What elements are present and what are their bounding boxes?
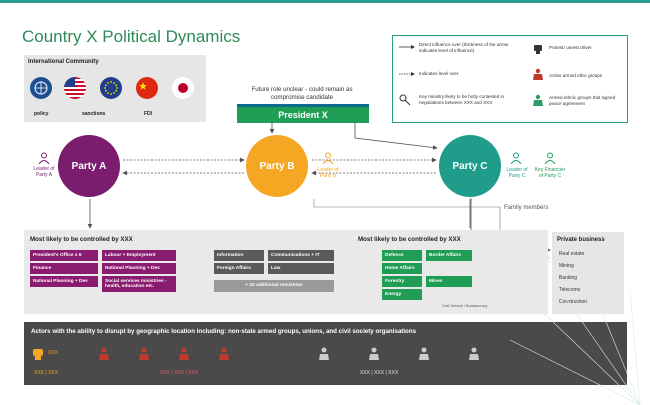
private-business-heading: Private business xyxy=(557,237,605,243)
ministry-tag: Law xyxy=(268,263,334,274)
leader-party-b-label: Leader of Party B xyxy=(317,167,339,179)
ministry-tag: Forestry xyxy=(382,276,422,287)
president-accent xyxy=(237,104,369,107)
ministry-tag: Social services ministries - health, edu… xyxy=(102,276,176,292)
ministry-tag: President's Office x 6 xyxy=(30,250,98,261)
family-members-label: Family members xyxy=(504,205,549,211)
fdi-label: FDI xyxy=(144,111,153,117)
party-c-label: Party C xyxy=(452,160,488,172)
peace-group-icon xyxy=(533,94,543,106)
actor-label: XXX xyxy=(48,350,59,356)
president-box: President X xyxy=(237,107,369,123)
legend-item-key-ministry: Key ministry likely to be hotly conteste… xyxy=(419,94,505,105)
un-flag-icon xyxy=(30,77,52,99)
key-icon xyxy=(399,94,411,106)
left-controlled-heading: Most likely to be controlled by XXX xyxy=(30,236,133,243)
fist-icon xyxy=(33,349,43,360)
party-a-node: Party A xyxy=(58,135,120,197)
legend-item-peace-agreement: Armed ethnic groups that signed peace ag… xyxy=(549,95,616,106)
private-business-item: Real estate xyxy=(559,251,585,257)
peace-groups-icons xyxy=(319,347,479,360)
ministry-tag: National Planning + Dev xyxy=(30,276,98,287)
leader-party-c-label: Leader of Party C xyxy=(506,167,528,179)
ministry-tag: National Planning + Dev xyxy=(102,263,176,274)
legend-item-direct-influence: Direct influence over (thickness of the … xyxy=(419,42,509,53)
us-flag-icon xyxy=(64,77,86,99)
actors-panel: Actors with the ability to disrupt by ge… xyxy=(24,322,627,385)
actor-label: XXX | XXX xyxy=(34,370,59,376)
private-business-item: Banking xyxy=(559,275,578,281)
legend-item-protest: Protest/ unrest driver xyxy=(549,45,592,50)
right-controlled-heading: Most likely to be controlled by XXX xyxy=(358,236,461,243)
leader-party-a-label: Leader of Party A xyxy=(33,166,55,178)
party-c-node: Party C xyxy=(439,135,501,197)
actors-heading: Actors with the ability to disrupt by ge… xyxy=(31,328,417,335)
ministry-tag: Energy xyxy=(382,289,422,300)
armed-groups-icons xyxy=(99,347,229,360)
controlled-ministries-panel: Most likely to be controlled by XXX Most… xyxy=(24,230,548,314)
party-b-node: Party B xyxy=(246,135,308,197)
leader-a-person-icon xyxy=(38,152,50,164)
ministry-tag: Home Affairs xyxy=(382,263,422,274)
private-business-item: Construction xyxy=(559,299,588,305)
financier-person-icon xyxy=(544,152,556,164)
eu-flag-icon xyxy=(100,77,122,99)
party-b-label: Party B xyxy=(259,160,295,172)
ministry-tag: Border Affairs xyxy=(426,250,472,261)
ministry-tag: Communications + IT xyxy=(268,250,334,261)
armed-group-icon xyxy=(533,68,543,80)
page-title: Country X Political Dynamics xyxy=(22,27,241,46)
fist-icon xyxy=(534,45,542,54)
future-role-note: Future role unclear - could remain as co… xyxy=(251,86,353,101)
china-flag-icon xyxy=(136,77,158,99)
actor-label: XXX | XXX | XXX xyxy=(360,370,399,376)
private-business-item: Telecoms xyxy=(559,287,581,293)
legend-box: Direct influence over (thickness of the … xyxy=(392,35,628,123)
private-business-panel: Private business Real estate Mining Bank… xyxy=(552,232,624,314)
international-community-title: International Community xyxy=(28,59,99,65)
leader-b-person-icon xyxy=(322,152,334,164)
ministry-tag: Foreign Affairs xyxy=(214,263,264,274)
key-financier-label: Key Financier of Party C xyxy=(534,167,566,179)
ministry-tag: Information xyxy=(214,250,264,261)
solid-arrow-icon xyxy=(399,45,415,49)
dashed-arrow-icon xyxy=(399,72,415,76)
ministry-tag: Defence xyxy=(382,250,422,261)
policy-label: policy xyxy=(34,111,49,117)
civil-service-note: Civil Service / Bureaucracy xyxy=(442,304,488,308)
legend-item-active-armed: Active armed ethic groups xyxy=(549,73,603,78)
top-accent-bar xyxy=(0,0,650,3)
ministry-tag: Labour + Employment xyxy=(102,250,176,261)
legend-item-level-over: Indicates level over xyxy=(419,71,459,76)
sanctions-label: sanctions xyxy=(82,111,106,117)
leader-c-person-icon xyxy=(510,152,522,164)
international-community-panel: International Community policy sanctions… xyxy=(24,55,206,122)
party-a-label: Party A xyxy=(71,160,107,172)
japan-flag-icon xyxy=(172,77,194,99)
actor-label: XXX | XXX | XXX xyxy=(160,370,199,376)
additional-ministries-tag: + 20 additional ministries xyxy=(214,280,334,292)
ministry-tag: Finance xyxy=(30,263,98,274)
decorative-lines xyxy=(509,290,641,405)
private-business-item: Mining xyxy=(559,263,574,269)
ministry-tag: Mines xyxy=(426,276,472,287)
